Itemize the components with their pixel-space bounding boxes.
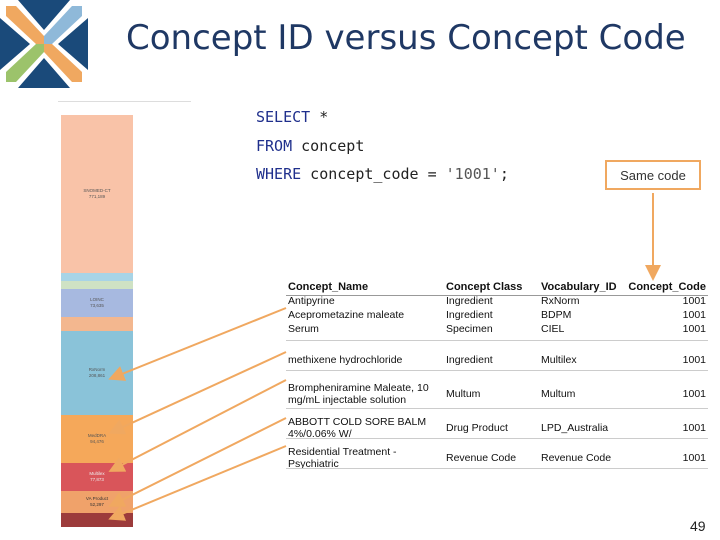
- ohdsi-logo: [0, 0, 88, 88]
- table-row: Serum Specimen CIEL 1001: [286, 323, 708, 345]
- cell-class: Specimen: [446, 323, 493, 335]
- header-vocabulary-id: Vocabulary_ID: [541, 281, 617, 293]
- segment-unlabeled: [61, 273, 133, 281]
- cell-code: 1001: [682, 422, 706, 434]
- cell-class: Ingredient: [446, 295, 493, 307]
- cell-vocab: Multilex: [541, 354, 577, 366]
- same-code-callout: Same code: [605, 160, 701, 190]
- segment-count: 771,189: [88, 194, 106, 199]
- segment-count: 94,476: [90, 439, 104, 444]
- table-row-rule: [286, 340, 708, 341]
- arrow-multilex: [108, 351, 287, 435]
- cell-code: 1001: [682, 323, 706, 335]
- segment-unlabeled: [61, 317, 133, 331]
- cell-name: Antipyrine: [288, 295, 335, 307]
- chart-top-rule: [58, 101, 191, 102]
- cell-code: 1001: [682, 354, 706, 366]
- arrow-lpd: [108, 417, 287, 507]
- table-row-rule: [286, 370, 708, 371]
- arrow-rxnorm: [108, 307, 287, 381]
- segment-label: VA Product: [85, 496, 109, 501]
- cell-code: 1001: [682, 309, 706, 321]
- cell-vocab: RxNorm: [541, 295, 580, 307]
- cell-vocab: BDPM: [541, 309, 572, 321]
- segment-count: 77,873: [90, 477, 104, 482]
- segment-snomed: SNOMED-CT 771,189: [61, 115, 133, 273]
- segment-count: 52,297: [90, 502, 104, 507]
- segment-label: LOINC: [90, 297, 104, 302]
- table-row: Aceprometazine maleate Ingredient BDPM 1…: [286, 309, 708, 323]
- segment-unlabeled: [61, 281, 133, 289]
- arrow-multum: [108, 379, 287, 472]
- page-number: 49: [690, 518, 706, 534]
- sql-text: ;: [499, 165, 509, 183]
- table-row: Brompheniramine Maleate, 10 mg/mL inject…: [286, 375, 708, 413]
- header-concept-code: Concept_Code: [628, 281, 706, 293]
- concept-table: Concept_Name Concept Class Vocabulary_ID…: [286, 279, 708, 473]
- cell-vocab: Multum: [541, 388, 576, 400]
- segment-loinc: LOINC 73,635: [61, 289, 133, 317]
- table-row-rule: [286, 468, 708, 469]
- cell-vocab: CIEL: [541, 323, 565, 335]
- cell-vocab: Revenue Code: [541, 452, 612, 464]
- table-row: Antipyrine Ingredient RxNorm 1001: [286, 295, 708, 309]
- header-concept-name: Concept_Name: [288, 281, 369, 293]
- sql-line-1: SELECT *: [256, 108, 328, 126]
- sql-line-3: WHERE concept_code = '1001';: [256, 165, 509, 183]
- table-row-rule: [286, 438, 708, 439]
- cell-name: methixene hydrochloride: [288, 354, 403, 366]
- cell-code: 1001: [682, 452, 706, 464]
- table-header-rule: [286, 295, 708, 296]
- sql-text: *: [310, 108, 329, 126]
- sql-text: concept_code =: [301, 165, 446, 183]
- cell-name: Serum: [288, 323, 319, 335]
- header-concept-class: Concept Class: [446, 281, 523, 293]
- segment-count: 208,861: [88, 373, 106, 378]
- cell-name: Residential Treatment - Psychiatric: [288, 446, 397, 470]
- cell-class: Drug Product: [446, 422, 508, 434]
- cell-name: Aceprometazine maleate: [288, 309, 405, 321]
- sql-keyword-select: SELECT: [256, 108, 311, 126]
- sql-text: concept: [292, 137, 365, 155]
- sql-keyword-from: FROM: [256, 137, 293, 155]
- table-row: ABBOTT COLD SORE BALM 4%/0.06% W/ Drug P…: [286, 413, 708, 443]
- sql-line-2: FROM concept: [256, 137, 364, 155]
- cell-vocab: LPD_Australia: [541, 422, 609, 434]
- slide-title: Concept ID versus Concept Code: [126, 18, 686, 58]
- sql-keyword-where: WHERE: [256, 165, 302, 183]
- table-row-rule: [286, 408, 708, 409]
- cell-class: Revenue Code: [446, 452, 517, 464]
- cell-class: Multum: [446, 388, 481, 400]
- table-header-row: Concept_Name Concept Class Vocabulary_ID…: [286, 279, 708, 295]
- segment-label: MedDRA: [87, 433, 107, 438]
- arrow-revenue: [108, 445, 287, 521]
- table-row: methixene hydrochloride Ingredient Multi…: [286, 345, 708, 375]
- table-row: Residential Treatment - Psychiatric Reve…: [286, 443, 708, 473]
- cell-name: Brompheniramine Maleate, 10 mg/mL inject…: [288, 382, 429, 406]
- cell-code: 1001: [682, 388, 706, 400]
- segment-label: RxNorm: [88, 367, 106, 372]
- segment-count: 73,635: [90, 303, 104, 308]
- cell-name: ABBOTT COLD SORE BALM 4%/0.06% W/: [288, 416, 427, 440]
- cell-code: 1001: [682, 295, 706, 307]
- segment-label: Multilex: [89, 471, 105, 476]
- sql-string-literal: '1001': [445, 165, 500, 183]
- cell-class: Ingredient: [446, 309, 493, 321]
- cell-class: Ingredient: [446, 354, 493, 366]
- segment-label: SNOMED-CT: [83, 188, 111, 193]
